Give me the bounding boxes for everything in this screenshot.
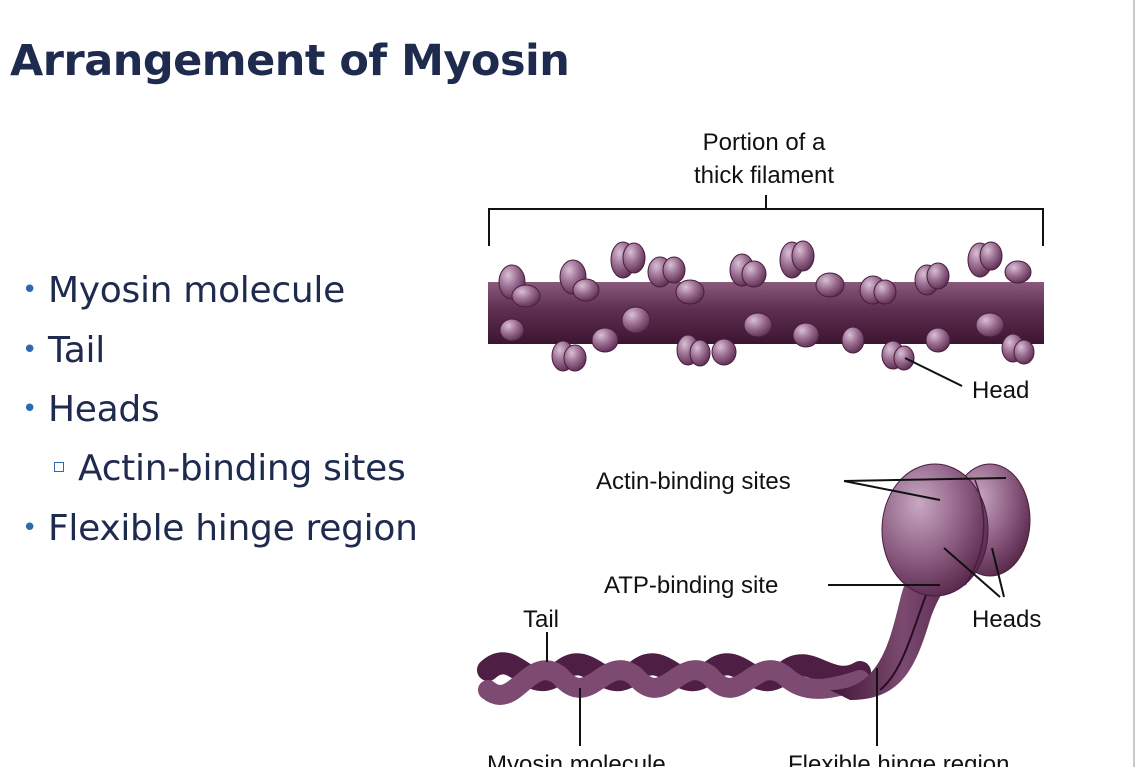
tail-label: Tail [523, 606, 559, 633]
actin-binding-label: Actin-binding sites [596, 468, 791, 495]
bullet-dot-icon: • [22, 334, 38, 365]
bullet-item-tail: • Tail [22, 322, 418, 382]
atp-binding-label: ATP-binding site [604, 572, 778, 599]
bullet-item-myosin-molecule: • Myosin molecule [22, 262, 418, 322]
thick-filament-label-line2: thick filament [694, 162, 834, 189]
heads-label: Heads [972, 606, 1041, 633]
hinge-label: Flexible hinge region [788, 751, 1009, 767]
bullet-item-actin-binding-sites: Actin-binding sites [22, 441, 418, 501]
thick-filament-bracket [488, 195, 1044, 246]
myosin-molecule-label: Myosin molecule [487, 751, 666, 767]
bullet-dot-icon: • [22, 513, 38, 543]
bullet-item-heads: • Heads [22, 381, 418, 441]
bullet-text: Heads [48, 389, 160, 430]
thick-filament [488, 240, 1044, 372]
square-bullet-icon [54, 461, 64, 472]
bullet-text: Flexible hinge region [48, 508, 418, 549]
bullet-item-flexible-hinge-region: • Flexible hinge region [22, 500, 418, 560]
bullet-text: Tail [48, 329, 105, 371]
head-label: Head [972, 377, 1029, 404]
bullet-dot-icon: • [22, 275, 38, 305]
molecule-leader-lines [546, 477, 1007, 746]
myosin-molecule [477, 463, 1031, 705]
bullet-text: Myosin molecule [48, 270, 345, 311]
bullet-text: Actin-binding sites [78, 447, 406, 489]
bullet-list: • Myosin molecule • Tail • Heads Actin-bind… [22, 262, 418, 560]
myosin-figure: Portion of a thick filament [477, 129, 1044, 767]
thick-filament-label-line1: Portion of a [703, 129, 826, 156]
head-leader-line [904, 357, 963, 387]
slide-edge-divider [1133, 0, 1135, 767]
slide-title: Arrangement of Myosin [10, 36, 570, 86]
bullet-dot-icon: • [22, 394, 38, 424]
